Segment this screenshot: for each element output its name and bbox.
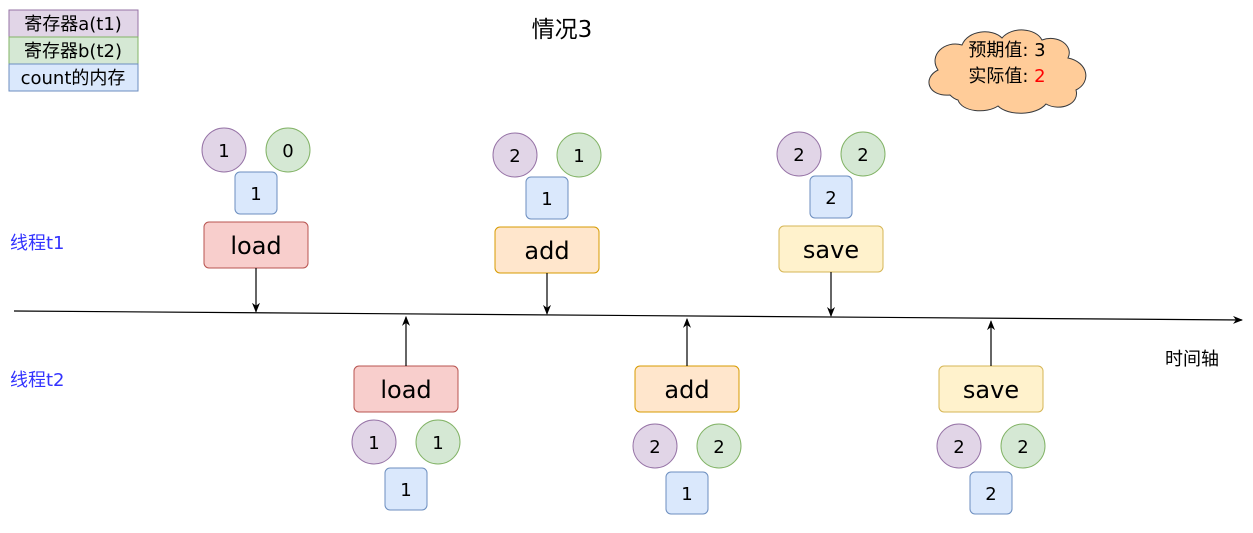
memory-cell [234, 171, 278, 215]
register-a-value: 2 [793, 145, 804, 166]
thread-label-t1: 线程t1 [10, 233, 65, 254]
register-a-value: 2 [509, 146, 520, 167]
thread-label-t2: 线程t2 [10, 370, 65, 391]
step-5-t1-save: 2 2 2 save [776, 131, 886, 317]
op-label-save: save [963, 376, 1019, 404]
register-a-circle [776, 131, 822, 177]
memory-cell [525, 176, 569, 220]
legend-item-memory: count的内存 [8, 63, 139, 92]
step-1-t1-load: 1 0 1 load [201, 127, 311, 313]
memory-cell [665, 471, 709, 515]
op-label-load: load [230, 232, 281, 260]
actual-label: 实际值: [968, 66, 1034, 87]
register-a-value: 2 [649, 437, 660, 458]
memory-value: 1 [400, 480, 411, 501]
register-b-value: 0 [282, 141, 293, 162]
register-b-value: 1 [432, 433, 443, 454]
register-a-circle [936, 423, 982, 469]
register-b-circle [840, 131, 886, 177]
legend: 寄存器a(t1) 寄存器b(t2) count的内存 [8, 9, 139, 92]
register-a-value: 1 [218, 141, 229, 162]
register-b-circle [1000, 423, 1046, 469]
op-label-load: load [380, 376, 431, 404]
register-b-value: 1 [573, 146, 584, 167]
actual-value: 2 [1034, 66, 1045, 87]
memory-cell [969, 471, 1013, 515]
register-b-circle [696, 423, 742, 469]
timeline-axis-label: 时间轴 [1165, 349, 1219, 370]
cloud-shape [928, 29, 1087, 114]
step-2-t2-load: 1 1 1 load [351, 315, 461, 511]
diagram-title: 情况3 [532, 17, 593, 43]
register-a-circle [632, 423, 678, 469]
register-a-circle [351, 419, 397, 465]
register-b-circle [265, 127, 311, 173]
actual-value-text: 实际值: 2 [968, 66, 1045, 87]
legend-item-register-b: 寄存器b(t2) [8, 36, 139, 65]
legend-swatch-memory [8, 63, 139, 92]
legend-item-register-a: 寄存器a(t1) [8, 9, 139, 38]
register-b-circle [556, 132, 602, 178]
register-b-value: 2 [713, 437, 724, 458]
expected-value-text: 预期值: 3 [968, 40, 1045, 61]
expected-label: 预期值: [968, 40, 1034, 61]
timeline-axis [13, 310, 1243, 324]
step-3-t1-add: 2 1 1 add [492, 132, 602, 315]
memory-cell [809, 175, 853, 219]
expected-value: 3 [1034, 40, 1045, 61]
steps-layer: 1 0 1 load 1 1 1 load 2 1 1 add 2 2 1 add 2 2 2 save 2 2 2 save [201, 127, 1046, 515]
register-a-circle [492, 132, 538, 178]
register-b-value: 2 [1017, 437, 1028, 458]
memory-value: 2 [985, 484, 996, 505]
op-label-add: add [664, 376, 709, 404]
step-4-t2-add: 2 2 1 add [632, 317, 742, 515]
register-a-value: 2 [953, 437, 964, 458]
memory-value: 1 [250, 184, 261, 205]
register-a-value: 1 [368, 433, 379, 454]
memory-value: 2 [825, 188, 836, 209]
legend-label-memory: count的内存 [21, 68, 126, 89]
memory-value: 1 [681, 484, 692, 505]
op-label-save: save [803, 236, 859, 264]
legend-label-register-a: 寄存器a(t1) [24, 14, 122, 35]
register-b-circle [415, 419, 461, 465]
legend-swatch-register-a [8, 9, 139, 38]
register-b-value: 2 [857, 145, 868, 166]
op-label-add: add [524, 237, 569, 265]
result-cloud: 预期值: 3 实际值: 2 [928, 29, 1087, 114]
register-a-circle [201, 127, 247, 173]
memory-cell [384, 467, 428, 511]
step-6-t2-save: 2 2 2 save [936, 320, 1046, 515]
legend-swatch-register-b [8, 36, 139, 65]
legend-label-register-b: 寄存器b(t2) [24, 41, 122, 62]
memory-value: 1 [541, 189, 552, 210]
